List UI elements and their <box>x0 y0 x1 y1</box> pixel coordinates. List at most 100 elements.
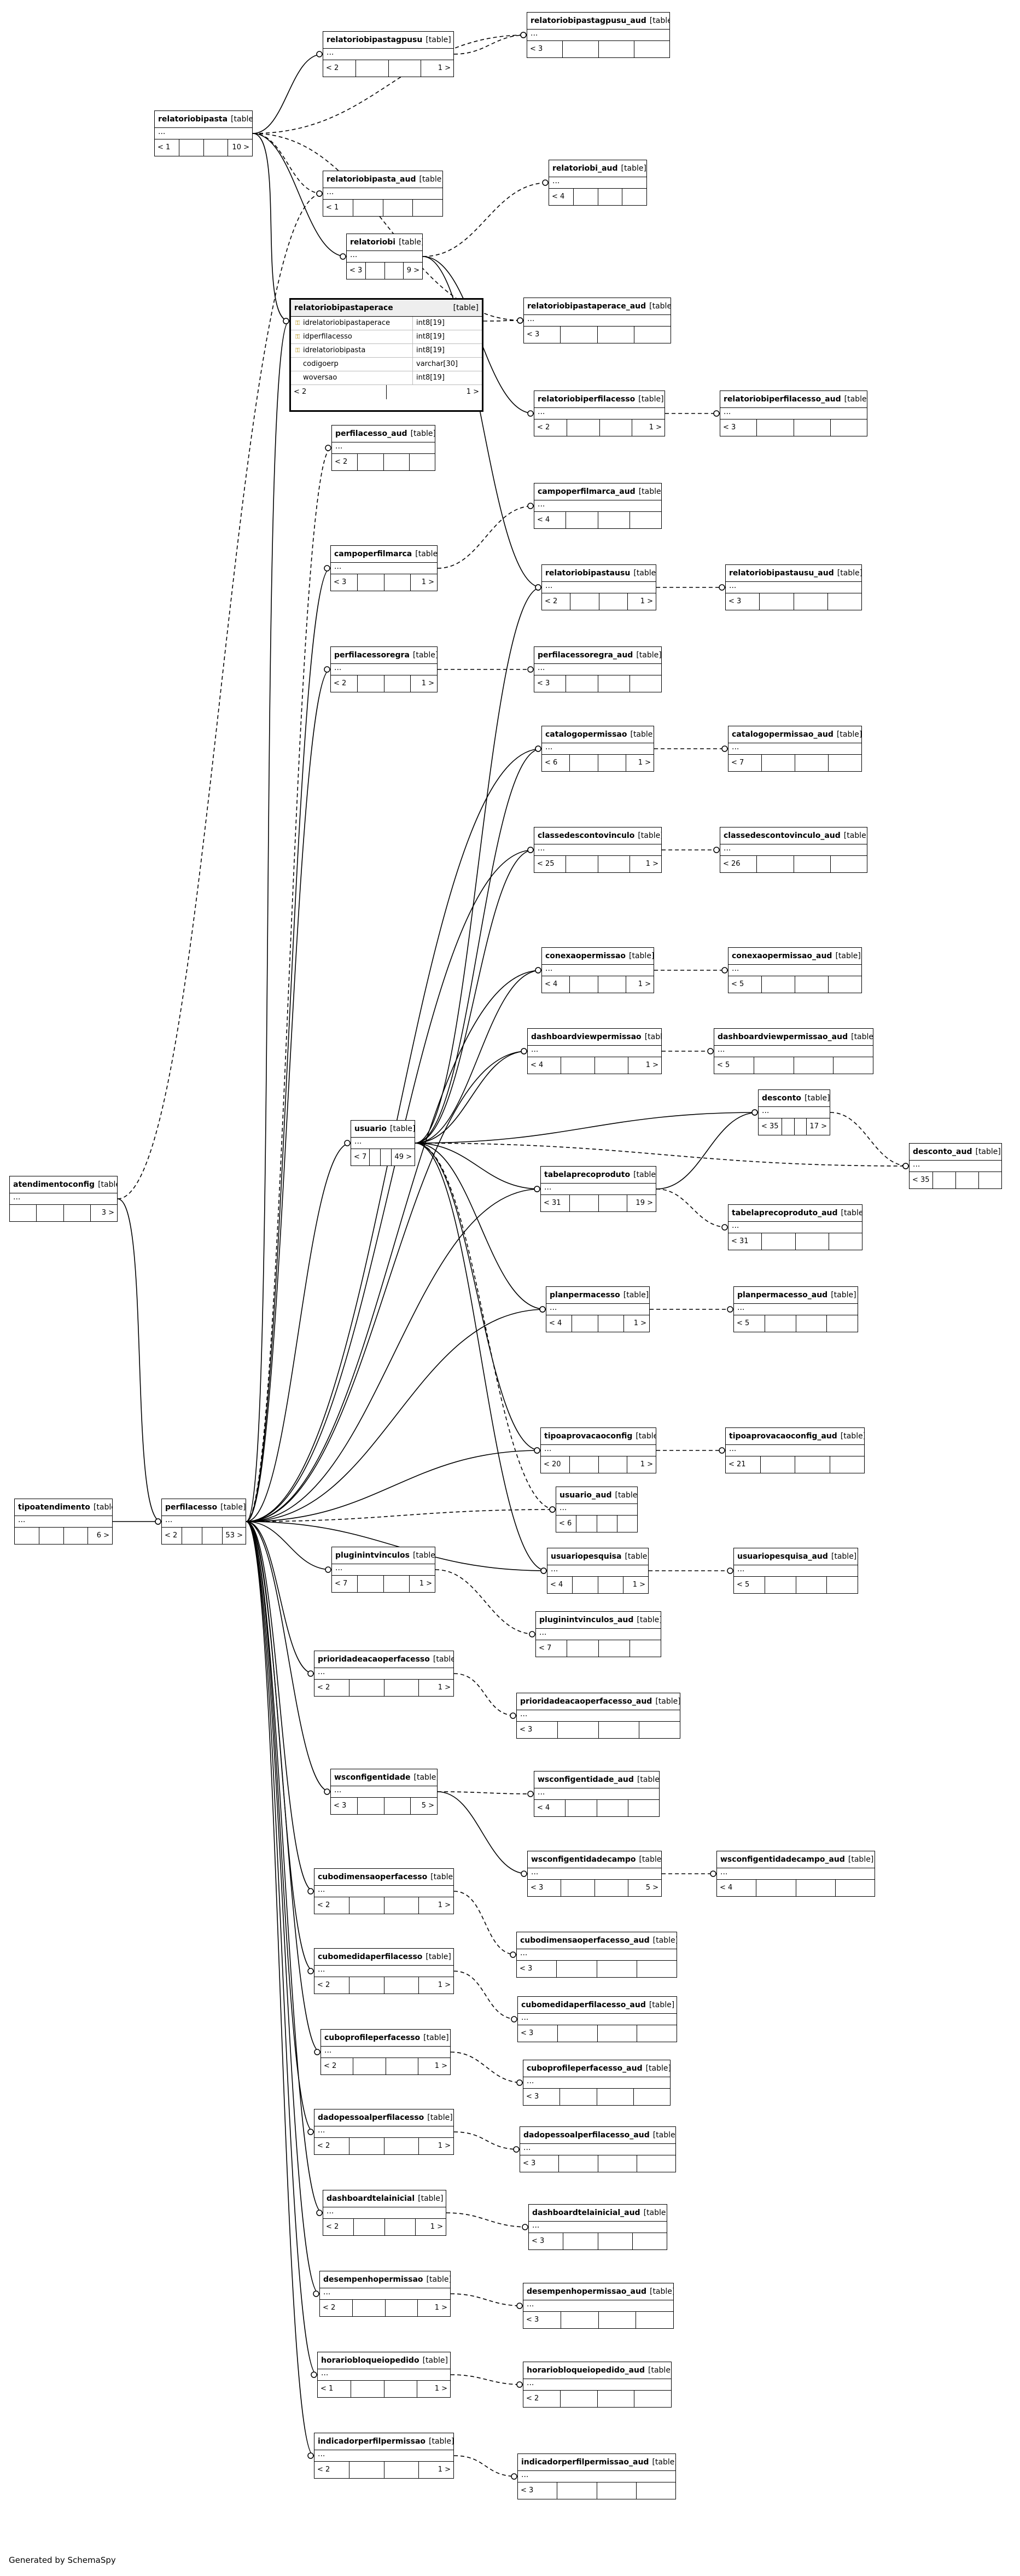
table-dvp[interactable]: dashboardviewpermissao[table]...< 41 > <box>527 1028 662 1074</box>
focus-table[interactable]: relatoriobipastaperace [table] ⚿idrelato… <box>289 298 483 412</box>
relation-counts: < 3 <box>529 2233 667 2249</box>
middle-cell <box>765 1315 796 1332</box>
table-atc[interactable]: atendimentoconfig[table]...3 > <box>9 1176 118 1222</box>
table-rbpusa[interactable]: relatoriobipastausu_aud[table]...< 3 <box>725 564 862 610</box>
table-name: planpermacesso_aud <box>737 1291 828 1299</box>
table-rbpa[interactable]: relatoriobipasta_aud[table]...< 1 <box>323 171 443 217</box>
table-rbpfa[interactable]: relatoriobiperfilacesso_aud[table]...< 3 <box>720 391 867 436</box>
table-name: cubodimensaoperfacesso <box>318 1873 428 1881</box>
foreign-key-line <box>246 1521 332 1570</box>
table-ippa[interactable]: indicadorperfilpermissao_aud[table]...< … <box>517 2453 676 2499</box>
table-tat[interactable]: tipoatendimento[table]...6 > <box>14 1499 113 1545</box>
table-pfa[interactable]: perfilacesso_aud[table]...< 2 <box>331 425 435 471</box>
table-pfra[interactable]: perfilacessoregra_aud[table]...< 3 <box>534 646 662 692</box>
column-placeholder: ... <box>542 582 656 593</box>
table-usua[interactable]: usuario_aud[table]...< 6 <box>556 1487 638 1532</box>
table-cppa[interactable]: cuboprofileperfacesso_aud[table]...< 3 <box>523 2060 671 2106</box>
table-header: perfilacessoregra_aud[table] <box>534 647 661 664</box>
crowfoot-marker <box>902 1163 909 1169</box>
table-plaa[interactable]: planpermacesso_aud[table]...< 5 <box>733 1286 858 1332</box>
table-name: cubomedidaperfilacesso_aud <box>521 2001 646 2009</box>
table-cpfa[interactable]: campoperfilmarca_aud[table]...< 4 <box>534 483 662 529</box>
table-name: catalogopermissao_aud <box>732 730 834 739</box>
table-cdva[interactable]: classedescontovinculo_aud[table]...< 26 <box>720 827 867 873</box>
table-rbia[interactable]: relatoriobi_aud[table]...< 4 <box>549 160 647 206</box>
table-name: cuboprofileperfacesso <box>324 2033 421 2042</box>
table-cmpa[interactable]: cubomedidaperfilacesso_aud[table]...< 3 <box>517 1996 677 2042</box>
table-dppa[interactable]: dadopessoalperfilacesso_aud[table]...< 3 <box>520 2126 676 2172</box>
table-name: campoperfilmarca <box>334 550 412 558</box>
table-name: catalogopermissao <box>545 730 627 739</box>
table-wsca[interactable]: wsconfigentidadecampo_aud[table]...< 4 <box>716 1851 875 1897</box>
table-tac[interactable]: tipoaprovacaoconfig[table]...< 201 > <box>540 1427 656 1473</box>
column-placeholder: ... <box>556 1504 637 1516</box>
table-dvpa[interactable]: dashboardviewpermissao_aud[table]...< 5 <box>714 1028 873 1074</box>
table-dtia[interactable]: dashboardtelainicial_aud[table]...< 3 <box>528 2204 667 2250</box>
table-name: tabelaprecoproduto_aud <box>732 1209 838 1217</box>
table-upqa[interactable]: usuariopesquisa_aud[table]...< 5 <box>733 1548 858 1594</box>
child-count <box>633 2233 667 2249</box>
table-taca[interactable]: tipoaprovacaoconfig_aud[table]...< 21 <box>725 1427 865 1473</box>
table-catpa[interactable]: catalogopermissao_aud[table]...< 7 <box>728 726 862 772</box>
middle-cell-2 <box>795 976 829 993</box>
table-cxpa[interactable]: conexaopermissao_aud[table]...< 5 <box>728 947 862 993</box>
middle-cell-2 <box>597 1516 617 1532</box>
table-pra[interactable]: prioridadeacaoperfacesso[table]...< 21 > <box>314 1651 454 1697</box>
table-name: dashboardviewpermissao <box>531 1033 642 1041</box>
table-plva[interactable]: pluginintvinculos_aud[table]...< 7 <box>535 1611 661 1657</box>
table-dspa[interactable]: desempenhopermissao_aud[table]...< 3 <box>523 2283 674 2329</box>
implied-relation-line <box>453 1891 517 1955</box>
table-wsea[interactable]: wsconfigentidade_aud[table]...< 4 <box>534 1771 660 1817</box>
table-rbp[interactable]: relatoriobipasta[table]...< 110 > <box>154 110 253 156</box>
foreign-key-line <box>415 1112 759 1144</box>
footer-text: Generated by SchemaSpy <box>9 2555 116 2565</box>
table-tppa[interactable]: tabelaprecoproduto_aud[table]...< 31 <box>728 1204 862 1250</box>
middle-cell-2 <box>384 1680 419 1696</box>
parent-count: < 2 <box>321 2058 354 2074</box>
table-rbpua[interactable]: relatoriobipastagpusu_aud[table]...< 3 <box>527 12 670 58</box>
column-placeholder: ... <box>314 1668 453 1680</box>
table-rbppa[interactable]: relatoriobipastaperace_aud[table]...< 3 <box>523 298 671 343</box>
table-hbpa[interactable]: horariobloqueiopedido_aud[table]...< 2 <box>523 2362 672 2408</box>
crowfoot-marker <box>324 565 330 572</box>
table-cpf[interactable]: campoperfilmarca[table]...< 31 > <box>330 545 438 591</box>
child-count: 1 > <box>638 980 651 988</box>
parent-count: < 4 <box>534 1800 566 1816</box>
table-wsc[interactable]: wsconfigentidadecampo[table]...< 35 > <box>527 1851 662 1897</box>
middle-cell-2 <box>384 1897 419 1914</box>
column-placeholder: ... <box>717 1868 875 1880</box>
table-plv[interactable]: pluginintvinculos[table]...< 71 > <box>331 1547 435 1593</box>
table-praa[interactable]: prioridadeacaoperfacesso_aud[table]...< … <box>516 1693 680 1739</box>
middle-cell <box>559 2155 598 2172</box>
table-cdpa[interactable]: cubodimensaoperfacesso_aud[table]...< 3 <box>516 1932 677 1978</box>
table-desca[interactable]: desconto_aud[table]...< 35 <box>909 1143 1002 1189</box>
table-rbpus[interactable]: relatoriobipastausu[table]...< 21 > <box>541 564 656 610</box>
